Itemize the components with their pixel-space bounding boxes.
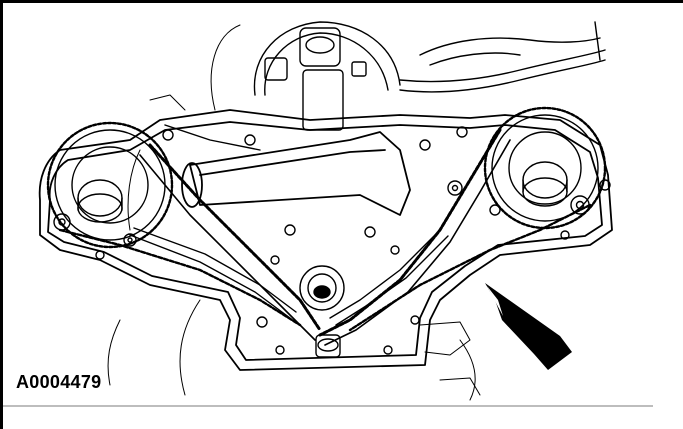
- frame-top-border: [0, 0, 683, 3]
- chain-guides: [129, 124, 449, 326]
- front-cover-plate: [38, 109, 613, 371]
- timing-chain: [58, 128, 592, 346]
- frame-left-border: [0, 0, 3, 429]
- hose-lines: [399, 21, 606, 93]
- indicator-arrow-icon: [485, 283, 572, 370]
- water-pump-housing: [253, 21, 401, 131]
- lower-right-component: [419, 321, 481, 396]
- crank-sprocket: [299, 265, 345, 358]
- frame-bottom-rule: [3, 405, 653, 407]
- figure-id-label: A0004479: [16, 372, 102, 392]
- cover-bolts: [53, 126, 611, 355]
- coolant-tube: [181, 131, 411, 216]
- engine-block-outline: [107, 24, 476, 401]
